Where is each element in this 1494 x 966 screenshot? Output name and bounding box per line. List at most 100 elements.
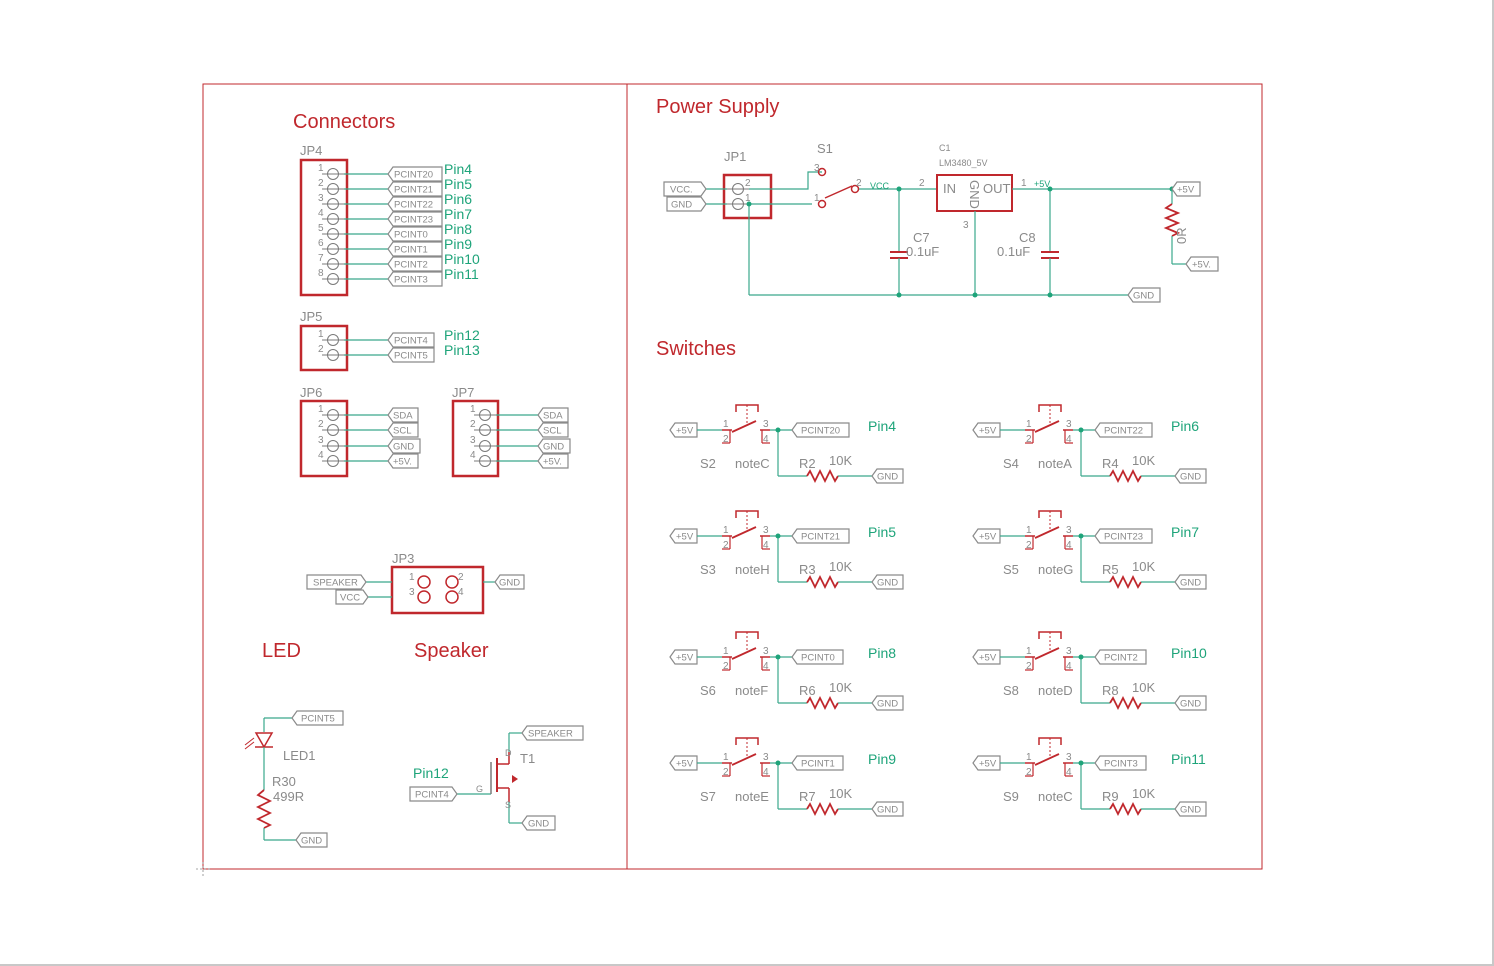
switch-net-label: Pin7 [1171,524,1199,540]
svg-text:5: 5 [318,223,324,234]
switch-net-label: Pin8 [868,645,896,661]
switch-ref: S9 [1003,789,1019,804]
pcint-text: PCINT23 [1104,532,1143,543]
jp1-gnd-label [666,196,707,212]
pcint-text: PCINT2 [1104,653,1138,664]
pulldown-resistor-icon [1109,801,1142,817]
pcint-label [1094,755,1147,771]
switch-net-label: Pin6 [1171,418,1199,434]
5v-net-label: +5V [1034,179,1050,189]
transistor-d: D [505,748,512,758]
switch-pin-num: 4 [1066,661,1072,672]
regulator-value: LM3480_5V [939,158,988,168]
transistor-g: G [476,784,483,794]
led-gnd-label [295,832,328,848]
s1-pin-num: 2 [856,178,862,189]
switch-gnd-text: GND [1180,472,1201,483]
switch-pin-num: 3 [763,419,769,430]
c8-ref: C8 [1019,230,1036,245]
svg-text:2: 2 [318,344,324,355]
svg-text:Pin5: Pin5 [444,176,472,192]
jp3-pin-1 [417,575,431,589]
c7-value: 0.1uF [906,244,939,259]
switch-pin-num: 2 [1026,661,1032,672]
switch-pin-num: 1 [1026,419,1032,430]
pcint-label [791,528,850,544]
switch-pin-num: 2 [1026,767,1032,778]
regulator-ref: C1 [939,143,951,153]
jp6-pin: 4+5V. [318,450,419,469]
pulldown-resistor-icon [1109,468,1142,484]
jp4-ref: JP4 [300,143,322,158]
svg-text:8: 8 [318,268,324,279]
s1-pin-num: 1 [814,193,820,204]
switch-pin-num: 2 [1026,434,1032,445]
svg-text:SCL: SCL [393,426,411,437]
switch-gnd-text: GND [877,578,898,589]
svg-text:7: 7 [318,253,324,264]
switch-pin-num: 2 [723,767,729,778]
switch-gnd-label [1174,801,1207,817]
jp3-ref: JP3 [392,551,414,566]
led-r-ref: R30 [272,774,296,789]
drawing-frame [202,83,1263,870]
svg-text:2: 2 [470,419,476,430]
jp1-pin-num: 2 [745,178,751,189]
switch-value: noteC [1038,789,1073,804]
svg-text:Pin7: Pin7 [444,206,472,222]
jp3-pin-num: 3 [409,587,415,598]
resistor-value: 10K [829,786,852,801]
svg-text:PCINT0: PCINT0 [394,230,428,241]
section-title-switches: Switches [656,338,736,360]
pcint-label [1094,422,1153,438]
svg-text:PCINT1: PCINT1 [394,245,428,256]
svg-text:6: 6 [318,238,324,249]
supply-text: +5V [676,759,694,770]
speaker-driver[interactable]: Pin12 PCINT4 SPEAKER T1 D G S GND [409,725,584,831]
connector-jp3[interactable]: JP3 1 2 3 4 SPEAKER VCC GND [306,551,525,615]
led-pcint-text: PCINT5 [301,714,335,725]
regulator-pin-num: 3 [963,220,969,231]
jp6-ref: JP6 [300,385,322,400]
switch-pin-num: 3 [1066,419,1072,430]
resistor-ref: R2 [799,456,816,471]
switch-pin-num: 1 [1026,525,1032,536]
switch-pin-num: 3 [1066,646,1072,657]
pcint-label [791,649,844,665]
pulldown-resistor-icon [806,468,839,484]
svg-text:PCINT22: PCINT22 [394,200,433,211]
led-pcint-label [291,710,344,726]
switch-value: noteA [1038,456,1072,471]
5v-bottom-text: +5V. [1192,260,1211,271]
switch-pin-num: 4 [1066,767,1072,778]
jp7-ref: JP7 [452,385,474,400]
svg-text:PCINT3: PCINT3 [394,275,428,286]
led-circuit[interactable]: PCINT5 LED1 R30 499R GND [244,710,344,848]
switch-gnd-label [1174,468,1207,484]
switch-pin-num: 2 [723,434,729,445]
resistor-ref: R3 [799,562,816,577]
switch-ref: S2 [700,456,716,471]
power-gnd-text: GND [1133,291,1154,302]
speaker-pcint-label [409,786,458,802]
power-supply[interactable]: JP1 2 1 VCC. GND S1 3 1 2 VCC C1 LM3480_… [663,141,1219,303]
svg-text:4: 4 [470,450,476,461]
jp5-body [299,324,349,372]
speaker-pcint-text: PCINT4 [415,790,449,801]
